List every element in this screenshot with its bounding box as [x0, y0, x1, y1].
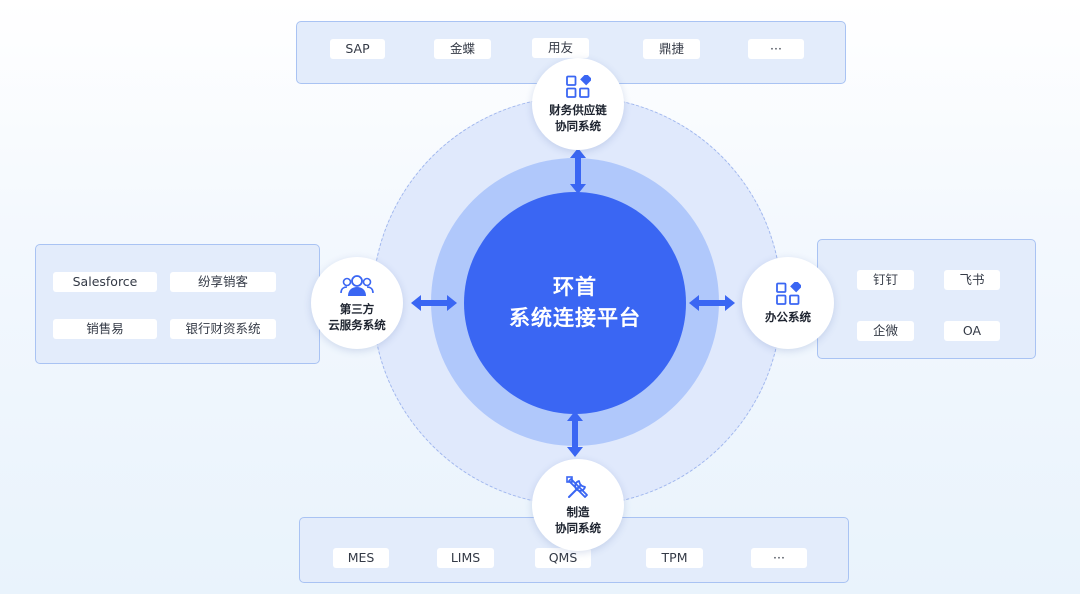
- system-chip: 钉钉: [857, 270, 914, 290]
- right-connection-arrow: [689, 295, 735, 311]
- system-chip: OA: [944, 321, 1000, 341]
- node-label: 制造: [566, 504, 590, 519]
- system-chip: MES: [333, 548, 389, 568]
- manufacturing-node: 制造 协同系统: [532, 459, 624, 551]
- system-chip: 销售易: [53, 319, 157, 339]
- finance-supply-chain-node: 财务供应链 协同系统: [532, 58, 624, 150]
- system-chip: 银行财资系统: [170, 319, 276, 339]
- platform-core: 环首 系统连接平台: [464, 192, 686, 414]
- system-chip: TPM: [646, 548, 703, 568]
- node-label: 协同系统: [555, 520, 601, 535]
- system-chip: 飞书: [944, 270, 1000, 290]
- apps-icon: [566, 74, 591, 98]
- platform-title-line2: 系统连接平台: [509, 306, 641, 330]
- top-connection-arrow: [570, 148, 586, 194]
- system-chip: 鼎捷: [643, 39, 700, 59]
- office-system-node: 办公系统: [742, 257, 834, 349]
- system-chip: 金蝶: [434, 39, 491, 59]
- node-label: 云服务系统: [328, 317, 386, 332]
- bottom-connection-arrow: [567, 411, 583, 457]
- system-chip: LIMS: [437, 548, 494, 568]
- system-chip: 纷享销客: [170, 272, 276, 292]
- system-chip: SAP: [330, 39, 385, 59]
- system-chip: ···: [748, 39, 804, 59]
- node-label: 协同系统: [555, 118, 601, 133]
- system-chip: ···: [751, 548, 807, 568]
- node-label: 财务供应链: [549, 102, 607, 117]
- apps-icon: [776, 281, 801, 305]
- platform-title-line1: 环首: [553, 275, 597, 299]
- system-chip: 用友: [532, 38, 589, 58]
- third-party-cloud-node: 第三方 云服务系统: [311, 257, 403, 349]
- office-systems-panel: 钉钉 飞书 企微 OA: [817, 239, 1036, 359]
- node-label: 第三方: [339, 301, 375, 316]
- tools-icon: [566, 475, 588, 498]
- system-chip: 企微: [857, 321, 914, 341]
- cloud-systems-panel: Salesforce 纷享销客 销售易 银行财资系统: [35, 244, 320, 364]
- left-connection-arrow: [411, 295, 457, 311]
- node-label: 办公系统: [765, 309, 811, 324]
- system-chip: QMS: [535, 548, 591, 568]
- system-chip: Salesforce: [53, 272, 157, 292]
- users-icon: [340, 274, 374, 296]
